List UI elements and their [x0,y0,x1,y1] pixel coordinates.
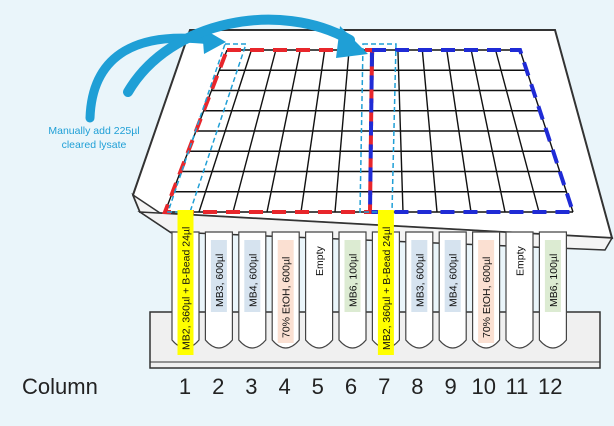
tube-3: MB4, 600µl [238,231,267,349]
column-number: 6 [345,374,357,399]
tube-label: 70% EtOH, 600µl [281,257,293,338]
right-half-region [367,48,576,214]
tube-label: MB2, 360µl + B-Bead 24µl [181,227,193,350]
tube-10: 70% EtOH, 600µl [472,231,501,349]
tube-4: 70% EtOH, 600µl [271,231,300,349]
tube-label: MB4, 600µl [247,254,259,307]
tube-label: Empty [515,245,527,276]
tube-body [305,231,334,349]
tube-7: MB2, 360µl + B-Bead 24µl [371,210,400,355]
tube-label-background [411,240,428,312]
tube-5: Empty [305,231,334,349]
column-number: 5 [312,374,324,399]
tube-label-background [377,210,394,355]
tube-6: MB6, 100µl [338,231,367,349]
left-half-region [162,48,375,214]
tube-9: MB4, 600µl [438,231,467,349]
tube-label: Empty [314,245,326,276]
tube-2: MB3, 600µl [204,231,233,349]
column-number: 11 [506,374,529,399]
arrow-to-column-7-icon [123,14,355,97]
tube-11: Empty [505,231,534,349]
column-number: 12 [538,374,562,399]
tube-label-background [210,240,227,312]
tube-label: MB6, 100µl [548,254,560,307]
tube-strip-row: MB2, 360µl + B-Bead 24µl MB3, 600µl MB4, 6… [171,210,567,355]
tube-label: MB2, 360µl + B-Bead 24µl [381,227,393,350]
tube-8: MB3, 600µl [405,231,434,349]
tube-label-background [478,240,495,343]
tube-label-background [344,240,361,312]
arrow-head-7-icon [336,26,368,58]
tube-label: MB6, 100µl [348,254,360,307]
tube-label: 70% EtOH, 600µl [481,257,493,338]
callout-line-2: cleared lysate [62,139,127,151]
column-axis-label: Column [22,374,98,399]
transfer-arrows [85,14,368,123]
tube-label-background [244,240,261,312]
column-number: 9 [444,374,456,399]
column-number: 8 [411,374,423,399]
column-number: 10 [472,374,496,399]
column-number: 7 [378,374,390,399]
tube-label-background [177,210,194,355]
tube-label: MB3, 600µl [414,254,426,307]
tube-label: MB3, 600µl [214,254,226,307]
tube-label: MB4, 600µl [448,254,460,307]
tube-label-background [544,240,561,312]
column-number: 1 [179,374,191,399]
tube-body [505,231,534,349]
tube-label-background [277,240,294,343]
column-number: 2 [212,374,224,399]
tube-12: MB6, 100µl [538,231,567,349]
callout-line-1: Manually add 225µl [48,125,139,137]
column-number: 4 [278,374,290,399]
tube-label-background [444,240,461,312]
tube-1: MB2, 360µl + B-Bead 24µl [171,210,200,355]
column-number: 3 [245,374,257,399]
